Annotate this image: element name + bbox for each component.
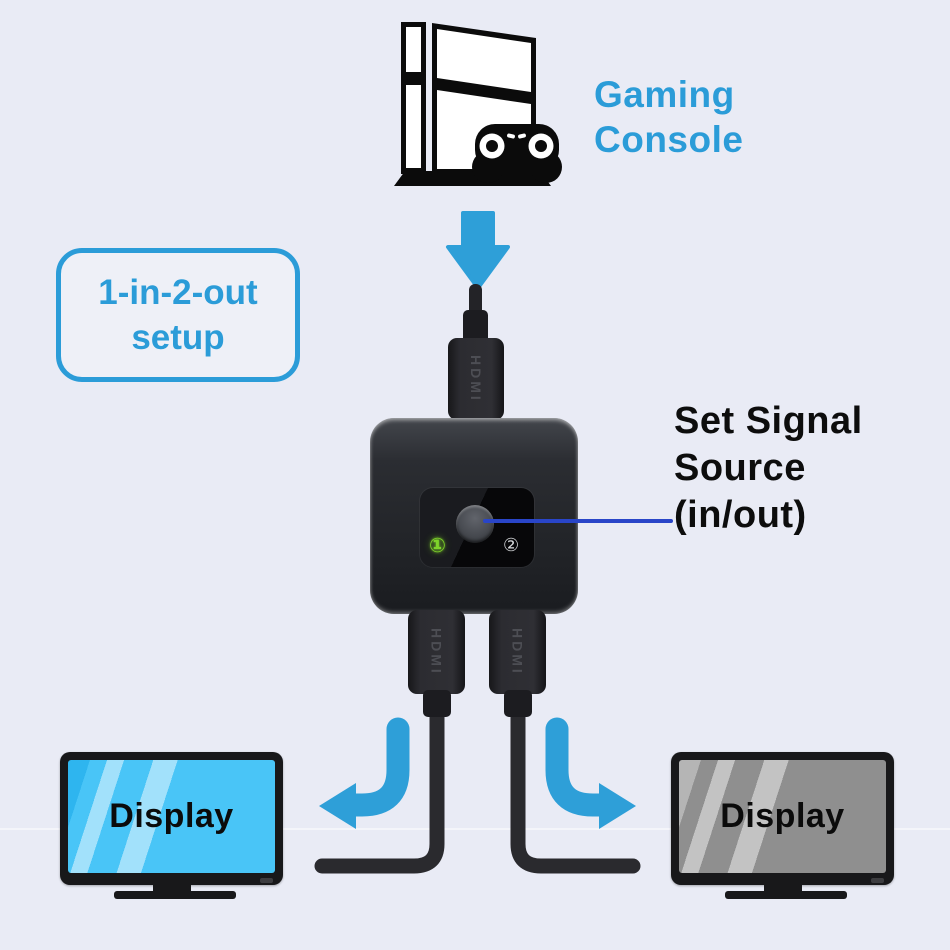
background-seam <box>0 828 950 830</box>
port-2-indicator: ② <box>503 535 520 555</box>
display-left-label: Display <box>109 797 234 835</box>
output-cable-sleeve-left <box>423 690 451 717</box>
gamepad-icon <box>472 124 562 183</box>
output-cable-left <box>314 694 445 874</box>
display-right-stand-neck <box>764 884 802 893</box>
source-select-button <box>456 505 494 543</box>
output-arrow-right-icon <box>545 717 636 829</box>
port-1-indicator: ① <box>429 535 446 557</box>
display-left: Display <box>60 752 283 885</box>
display-right-screen: Display <box>679 760 886 873</box>
hdmi-output-left-label: HDMI <box>428 628 445 676</box>
setup-callout-label: 1-in-2-out setup <box>98 273 258 357</box>
hdmi-output-right-label: HDMI <box>509 628 526 676</box>
input-down-arrow-icon <box>446 211 510 290</box>
display-left-stand-base <box>114 891 236 899</box>
display-left-stand-neck <box>153 884 191 893</box>
hdmi-output-connector-left: HDMI <box>408 610 465 694</box>
input-cable <box>469 284 482 318</box>
display-left-ir-sensor <box>260 878 273 883</box>
gaming-console-label: Gaming Console <box>594 74 744 160</box>
hdmi-input-connector: HDMI <box>448 338 504 420</box>
display-right-ir-sensor <box>871 878 884 883</box>
hdmi-output-connector-right: HDMI <box>489 610 546 694</box>
output-cable-sleeve-right <box>504 690 532 717</box>
signal-source-annotation: Set Signal Source (in/out) <box>674 400 863 536</box>
gaming-console-icon <box>394 22 562 186</box>
hdmi-input-connector-label: HDMI <box>468 355 484 403</box>
output-cable-right <box>510 694 641 874</box>
annotation-pointer-line <box>483 519 673 523</box>
display-right-label: Display <box>720 797 845 835</box>
output-arrow-left-icon <box>319 717 410 829</box>
setup-callout-box: 1-in-2-out setup <box>56 248 300 382</box>
display-right-stand-base <box>725 891 847 899</box>
display-right: Display <box>671 752 894 885</box>
display-left-screen: Display <box>68 760 275 873</box>
